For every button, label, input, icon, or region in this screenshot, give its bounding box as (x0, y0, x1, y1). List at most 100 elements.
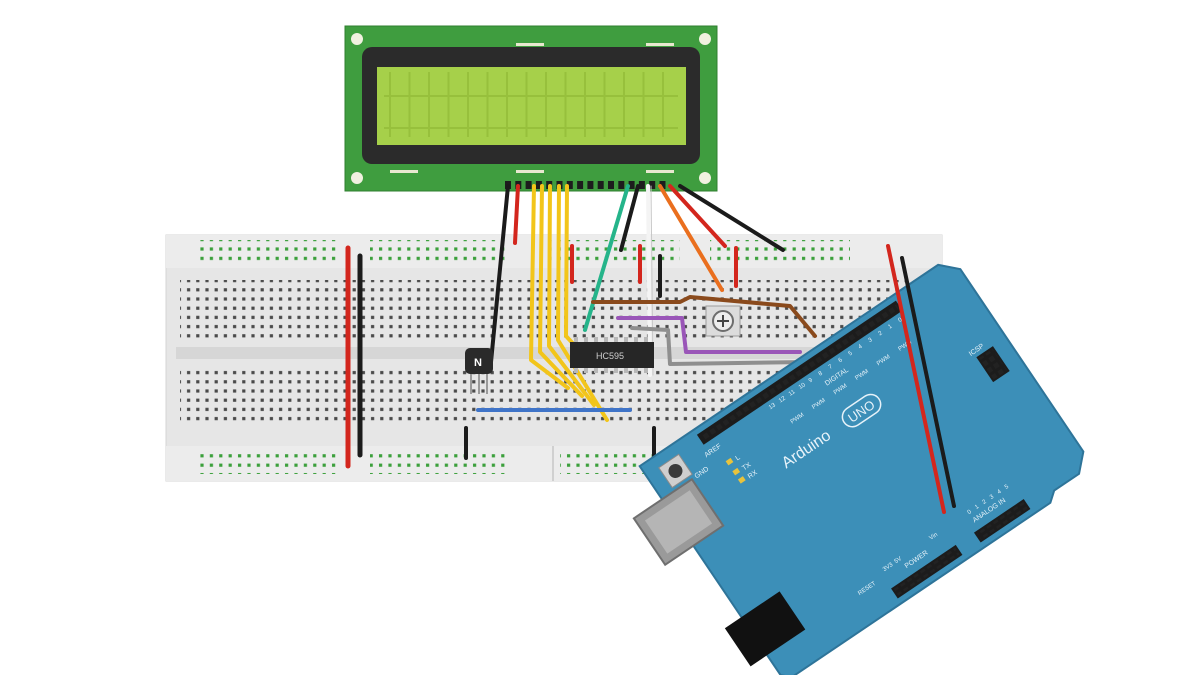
wire-brown (591, 295, 817, 338)
ic-pin (584, 368, 588, 373)
wire-orange (658, 184, 724, 292)
lcd-mount-hole (351, 172, 363, 184)
5v-label: 5V (894, 556, 903, 565)
wire-gray (630, 326, 810, 366)
top-rail-holes-2 (370, 240, 510, 262)
rx-led (737, 476, 746, 484)
digital-pin-number: 12 (778, 395, 787, 404)
digital-pin-number: 8 (818, 370, 825, 377)
lcd-header-pin (587, 181, 594, 189)
terminal-strip-top (180, 280, 925, 338)
ic-label: HC595 (596, 351, 624, 361)
l-label: L (734, 454, 741, 462)
npn-transistor: N (465, 348, 493, 394)
lcd-mount-hole (699, 172, 711, 184)
digital-pin-number: 3 (868, 337, 875, 344)
wire-yellow (547, 184, 596, 407)
digital-pin-number: 9 (808, 377, 815, 384)
digital-pin-number: 1 (887, 323, 894, 330)
shift-register-ic: HC595 (570, 337, 654, 373)
analog-header-holes (976, 501, 1028, 540)
digital-pin-number: 5 (848, 350, 855, 357)
lcd-header-pin (597, 181, 604, 189)
wire-purple (616, 316, 802, 354)
lcd-module (344, 25, 718, 192)
tx-label: TX (741, 461, 753, 472)
ic-pin (614, 337, 618, 342)
lcd-header-pin (566, 181, 573, 189)
ic-pin (634, 368, 638, 373)
wire-black (489, 184, 510, 364)
wire-yellow (529, 184, 570, 390)
dc-power-jack (724, 591, 806, 667)
wire-red (513, 184, 520, 245)
arduino-uno-board: ICSP Arduino UNO DIGITAL AREF GND TX RX … (632, 263, 1085, 675)
analog-pin-number: 4 (996, 489, 1003, 496)
digital-pin-number: 0 (897, 317, 904, 324)
wire-red (886, 244, 946, 514)
digital-pin-number: 11 (788, 389, 797, 398)
ic-pin (644, 368, 648, 373)
wire-black (678, 184, 785, 252)
lcd-header-pin (535, 181, 542, 189)
lcd-header-pin (659, 181, 666, 189)
ic-pin (644, 337, 648, 342)
wire-black (900, 256, 956, 508)
potentiometer (705, 305, 741, 337)
ic-pin (604, 337, 608, 342)
lcd-header-pin (618, 181, 625, 189)
lcd-mount-hole (699, 33, 711, 45)
ic-pin (624, 337, 628, 342)
arduino-pcb (638, 263, 1085, 675)
icsp-header-holes (979, 348, 1007, 380)
l-led (725, 457, 734, 466)
vin-label: Vin (929, 532, 939, 542)
lcd-header-pin (649, 181, 656, 189)
ic-pin (614, 368, 618, 373)
analog-pin-number: 1 (974, 504, 981, 511)
tx-led (732, 467, 741, 476)
ic-pin (574, 368, 578, 373)
wire-yellow (538, 184, 584, 398)
bottom-rail-holes-2 (370, 452, 510, 474)
transistor-label: N (474, 357, 482, 369)
digital-pin-number: 6 (838, 357, 845, 364)
lcd-silk-mark (516, 170, 544, 173)
ic-pin (634, 337, 638, 342)
lcd-header-pin (525, 181, 532, 189)
rx-label: RX (747, 469, 759, 480)
3v3-label: 3V3 (882, 562, 895, 573)
lcd-header-pin (638, 181, 645, 189)
digital-pin-number: 7 (828, 364, 835, 371)
wires (345, 184, 817, 469)
lcd-mount-hole (351, 33, 363, 45)
digital-pin-number: 10 (798, 382, 807, 391)
uno-badge (841, 393, 882, 428)
bottom-rail-holes-1 (200, 452, 340, 474)
ic-pin (594, 368, 598, 373)
ic-pin (604, 368, 608, 373)
analog-pin-number: 0 (967, 509, 974, 516)
lcd-silk-mark (516, 43, 544, 46)
lcd-header-pin (608, 181, 614, 189)
arduino-wires (886, 244, 956, 514)
analog-pin-number: 2 (982, 499, 989, 506)
lcd-character-grid (384, 72, 678, 137)
ic-pin (624, 368, 628, 373)
wire-black (619, 184, 640, 252)
top-rail-holes-4 (710, 240, 850, 262)
digital-pin-number: 13 (768, 402, 777, 411)
ic-pin (594, 337, 598, 342)
lcd-silk-mark (646, 43, 674, 46)
digital-header-holes (699, 303, 900, 442)
analog-pin-number: 5 (1004, 484, 1011, 491)
lcd-silk-mark (390, 170, 418, 173)
wire-green (583, 184, 630, 332)
ic-pin (584, 337, 588, 342)
lcd-header-pin (628, 181, 635, 189)
lcd-header-pin (577, 181, 584, 189)
ic-pin (574, 337, 578, 342)
